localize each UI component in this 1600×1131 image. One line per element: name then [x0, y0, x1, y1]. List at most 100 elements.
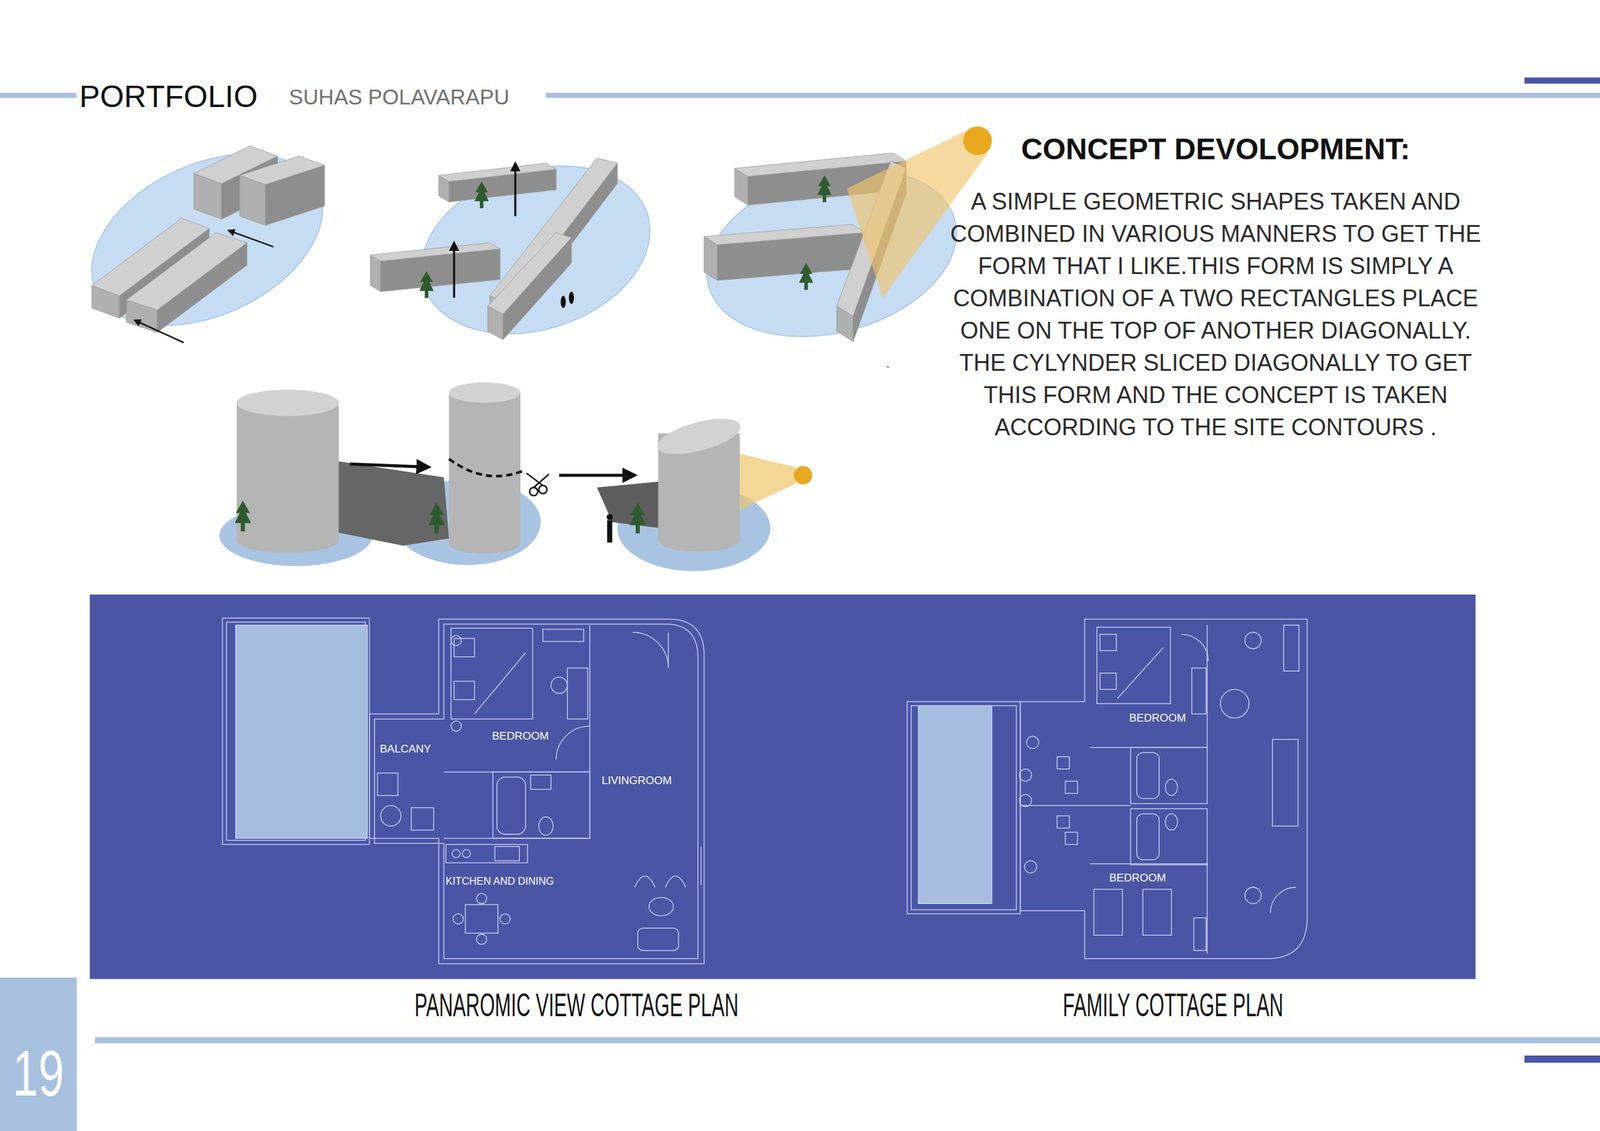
stray-dot: .: [886, 355, 890, 371]
panoramic-plan-part: [492, 771, 590, 839]
cylinder-sketch-part: [793, 466, 812, 485]
family-plan-part: [1220, 689, 1249, 718]
family-plan-part: [1142, 889, 1172, 936]
cylinder-sketch-part: [529, 487, 538, 496]
panoramic-plan-part: [555, 726, 590, 760]
panoramic-plan-part: [450, 635, 462, 646]
family-plan-part: [1020, 619, 1308, 959]
panoramic-plan-part: [369, 619, 705, 965]
concept-sketch-3: [688, 126, 992, 363]
block-face: [370, 254, 381, 292]
cylinder-sketch-part: [606, 513, 613, 520]
panoramic-plan-part: [445, 844, 528, 863]
page-frame-part: [1524, 1055, 1600, 1063]
room-label: BEDROOM: [492, 730, 549, 742]
concept-sketch-3-part: [846, 130, 988, 298]
panoramic-plan-part: [543, 629, 584, 642]
family-plan-part: [1165, 779, 1178, 796]
block-face: [438, 163, 556, 182]
family-plan-part: [1181, 634, 1208, 662]
panoramic-plan-part: [567, 668, 589, 720]
panoramic-plan-part: [453, 913, 464, 925]
cylinder-sketch-part: [448, 459, 523, 477]
cylinder-sketch-part: [234, 501, 251, 532]
block-face: [239, 156, 325, 185]
cylinder-sketch-part: [538, 485, 547, 494]
room-label: BEDROOM: [1109, 872, 1166, 884]
family-plan-part: [911, 705, 1017, 910]
concept-sketch-3-part: [817, 175, 832, 203]
concept-sketch-2-part: [419, 271, 434, 299]
cylinder-sketch: [219, 382, 812, 572]
family-plan-part: [1020, 805, 1131, 807]
cylinder-sketch-part: [448, 533, 521, 554]
family-plan-part: [1096, 627, 1171, 705]
concept-text: A SIMPLE GEOMETRIC SHAPES TAKEN AND COMB…: [944, 185, 1487, 347]
panoramic-plan-part: [634, 876, 686, 888]
family-plan-part: [1136, 752, 1160, 799]
panoramic-plan-part: [538, 817, 553, 836]
page-number: 19: [10, 1040, 67, 1106]
panoramic-plan-part: [648, 897, 674, 916]
cylinder-sketch-part: [236, 389, 339, 416]
room-label: KITCHEN AND DINING: [445, 876, 554, 887]
cylinder-sketch-part: [350, 464, 429, 468]
cylinder-sketch-part: [606, 520, 613, 544]
family-plan-part: [1019, 794, 1032, 807]
cylinder-sketch-part: [448, 382, 521, 404]
panoramic-plan-part: [452, 849, 461, 858]
panoramic-plan-part: [530, 775, 552, 790]
family-plan-part: [1270, 887, 1297, 914]
family-plan-part: [1065, 832, 1078, 845]
family-plan-part: [1244, 887, 1261, 904]
panoramic-plan-part: [454, 681, 475, 700]
cylinder-sketch-part: [629, 503, 646, 534]
cylinder-sketch-part: [448, 392, 521, 544]
panoramic-plan-part: [476, 934, 487, 945]
concept-sketch-1-part: [64, 119, 351, 360]
panoramic-plan-part: [499, 913, 511, 925]
panoramic-plan-part: [450, 720, 462, 732]
panoramic-plan: [222, 617, 705, 964]
portfolio-title: PORTFOLIO: [79, 78, 258, 115]
panoramic-plan-part: [411, 808, 435, 831]
family-plan-part: [1093, 889, 1123, 936]
concept-sketch-1: [64, 119, 351, 360]
block-face: [704, 224, 866, 246]
block-group: [370, 158, 618, 340]
family-plan-part: [1193, 917, 1206, 951]
family-plan-part: [1019, 769, 1032, 782]
block-face: [487, 232, 572, 315]
panoramic-plan-part: [374, 624, 699, 959]
panoramic-plan-part: [474, 652, 526, 714]
family-plan-part: [1130, 747, 1208, 804]
plan-caption: FAMILY COTTAGE PLAN: [979, 987, 1367, 1024]
concept-sketch-3-part: [963, 126, 992, 155]
panoramic-plan-part: [462, 849, 471, 858]
family-plan-part: [1117, 647, 1164, 699]
family-plan-part: [1272, 739, 1299, 827]
concept-sketch-1-part: [228, 230, 274, 247]
panoramic-plan-part: [450, 628, 533, 720]
page-frame-part: [546, 92, 1600, 99]
panoramic-plan-part: [443, 625, 590, 773]
family-plan-part: [1026, 736, 1039, 749]
panoramic-plan-part: [550, 677, 567, 694]
page-number-box: 19: [0, 977, 77, 1131]
block-group: [91, 145, 325, 333]
family-plan-part: [1024, 860, 1038, 874]
cylinder-sketch-part: [653, 411, 745, 462]
cylinder-sketch-part: [336, 461, 449, 546]
page-frame: [0, 77, 1600, 1063]
cylinder-sketch-part: [526, 473, 543, 486]
family-plan-part: [1089, 864, 1208, 954]
panoramic-plan-part: [377, 773, 398, 796]
cylinder-sketch-part: [428, 503, 445, 534]
panoramic-plan-part: [465, 904, 499, 934]
concept-sketch-2-part: [474, 181, 489, 209]
author-name: SUHAS POLAVARAPU: [288, 85, 510, 110]
family-plan: [907, 619, 1308, 959]
panoramic-plan-part: [222, 617, 370, 845]
